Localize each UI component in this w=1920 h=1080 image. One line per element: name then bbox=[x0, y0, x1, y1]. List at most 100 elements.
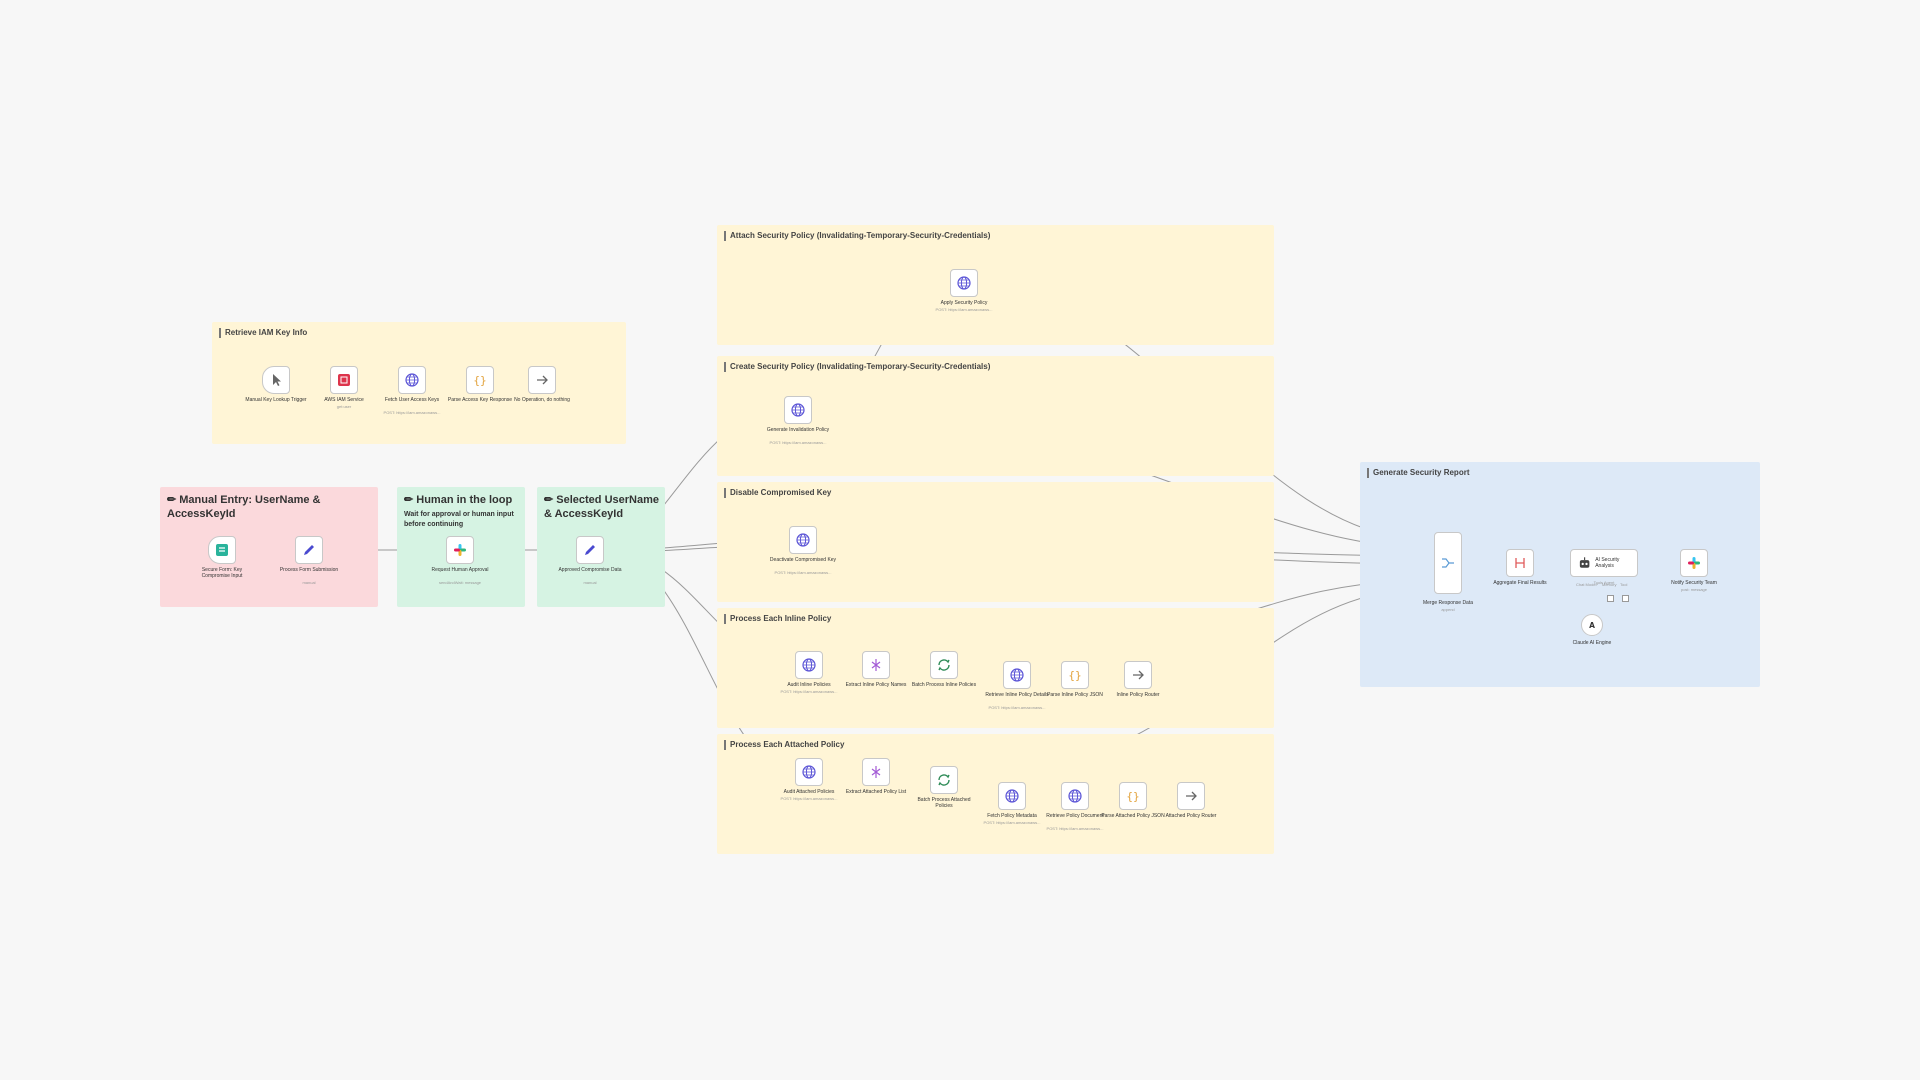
node-label: Retrieve Inline Policy Details bbox=[985, 692, 1049, 698]
node-parse-attached[interactable]: {} bbox=[1119, 782, 1147, 810]
sticky-subtitle: Wait for approval or human input before … bbox=[404, 511, 514, 528]
globe-icon bbox=[802, 658, 816, 672]
sticky-title: Disable Compromised Key bbox=[724, 488, 831, 498]
loop-icon bbox=[938, 774, 950, 786]
node-subtitle: manual bbox=[302, 580, 316, 585]
port-tool-dot[interactable] bbox=[1622, 595, 1629, 602]
sticky-title: Create Security Policy (Invalidating-Tem… bbox=[724, 362, 990, 372]
pencil-icon bbox=[585, 545, 595, 555]
node-aws-iam[interactable] bbox=[330, 366, 358, 394]
code-icon: {} bbox=[1068, 669, 1081, 682]
node-subtitle: POST: https://iam.amazonaws... bbox=[988, 705, 1046, 710]
slack-icon bbox=[454, 544, 466, 556]
node-retrieve-inline[interactable] bbox=[1003, 661, 1031, 689]
node-deactivate[interactable] bbox=[789, 526, 817, 554]
node-audit-inline[interactable] bbox=[795, 651, 823, 679]
svg-text:{}: {} bbox=[473, 374, 486, 387]
node-gen-policy[interactable] bbox=[784, 396, 812, 424]
node-approved-data[interactable] bbox=[576, 536, 604, 564]
node-merge[interactable] bbox=[1434, 532, 1462, 594]
node-manual-trigger[interactable] bbox=[262, 366, 290, 394]
node-label: Secure Form: Key Compromise Input bbox=[201, 567, 243, 579]
node-label: Retrieve Policy Document bbox=[1046, 813, 1104, 819]
code-icon: {} bbox=[473, 374, 486, 387]
node-subtitle: POST: https://iam.amazonaws... bbox=[383, 410, 441, 415]
node-claude[interactable]: A bbox=[1581, 614, 1603, 636]
sticky-title: Attach Security Policy (Invalidating-Tem… bbox=[724, 231, 990, 241]
node-label: Merge Response Data bbox=[1422, 600, 1474, 606]
node-subtitle: POST: https://iam.amazonaws... bbox=[774, 570, 832, 575]
node-attached-router[interactable] bbox=[1177, 782, 1205, 810]
sticky-manual-entry[interactable]: ✏ Manual Entry: UserName & AccessKeyId bbox=[160, 487, 378, 607]
loop-icon bbox=[938, 659, 950, 671]
anthropic-icon: A bbox=[1589, 621, 1595, 630]
aggregate-icon bbox=[1515, 558, 1525, 568]
node-label: Deactivate Compromised Key bbox=[769, 557, 837, 563]
sticky-title: ✏ Human in the loop bbox=[404, 494, 513, 506]
node-fetch-meta[interactable] bbox=[998, 782, 1026, 810]
node-retrieve-doc[interactable] bbox=[1061, 782, 1089, 810]
node-label: Batch Process Attached Policies bbox=[917, 797, 971, 809]
globe-icon bbox=[796, 533, 810, 547]
node-inline-router[interactable] bbox=[1124, 661, 1152, 689]
globe-icon bbox=[1010, 668, 1024, 682]
node-label: Claude AI Engine bbox=[1572, 640, 1612, 646]
form-icon bbox=[216, 544, 228, 556]
node-subtitle: get:user bbox=[336, 404, 352, 409]
sticky-attach-policy[interactable]: Attach Security Policy (Invalidating-Tem… bbox=[717, 225, 1274, 345]
node-notify[interactable] bbox=[1680, 549, 1708, 577]
node-secure-form[interactable] bbox=[208, 536, 236, 564]
node-batch-attached[interactable] bbox=[930, 766, 958, 794]
node-noop[interactable] bbox=[528, 366, 556, 394]
node-request-approval[interactable] bbox=[446, 536, 474, 564]
globe-icon bbox=[1005, 789, 1019, 803]
node-label: No Operation, do nothing bbox=[514, 397, 570, 403]
node-label: Parse Attached Policy JSON bbox=[1101, 813, 1165, 819]
node-label: Manual Key Lookup Trigger bbox=[245, 397, 307, 403]
node-extract-attached[interactable] bbox=[862, 758, 890, 786]
split-icon bbox=[871, 766, 881, 778]
node-label: Parse Inline Policy JSON bbox=[1047, 692, 1103, 698]
node-label: Apply Security Policy bbox=[940, 300, 988, 306]
node-label: Audit Attached Policies bbox=[783, 789, 835, 795]
node-parse-inline[interactable]: {} bbox=[1061, 661, 1089, 689]
globe-icon bbox=[791, 403, 805, 417]
sticky-title: Retrieve IAM Key Info bbox=[219, 328, 307, 338]
globe-icon bbox=[957, 276, 971, 290]
svg-text:A: A bbox=[1589, 621, 1595, 630]
node-parse-keys[interactable]: {} bbox=[466, 366, 494, 394]
node-subtitle: POST: https://iam.amazonaws... bbox=[983, 820, 1041, 825]
node-subtitle: POST: https://iam.amazonaws... bbox=[780, 796, 838, 801]
node-ai-agent[interactable]: AI Security Analysis bbox=[1570, 549, 1638, 577]
node-label: Batch Process Inline Policies bbox=[911, 682, 977, 688]
node-label: Extract Attached Policy List bbox=[845, 789, 907, 795]
port-chat-model: Chat Model* bbox=[1576, 582, 1599, 587]
node-label: Parse Access Key Response bbox=[447, 397, 513, 403]
node-label: Attached Policy Router bbox=[1165, 813, 1217, 819]
pencil-icon bbox=[304, 545, 314, 555]
node-process-form[interactable] bbox=[295, 536, 323, 564]
node-batch-inline[interactable] bbox=[930, 651, 958, 679]
port-memory-dot[interactable] bbox=[1607, 595, 1614, 602]
port-memory: Memory bbox=[1602, 582, 1617, 587]
node-subtitle: POST: https://iam.amazonaws... bbox=[769, 440, 827, 445]
sticky-title: Process Each Inline Policy bbox=[724, 614, 831, 624]
node-label: Request Human Approval bbox=[431, 567, 489, 573]
sticky-title: ✏ Manual Entry: UserName & AccessKeyId bbox=[167, 494, 321, 520]
code-icon: {} bbox=[1126, 790, 1139, 803]
cursor-icon bbox=[273, 374, 281, 386]
node-label: Extract Inline Policy Names bbox=[845, 682, 907, 688]
node-aggregate[interactable] bbox=[1506, 549, 1534, 577]
node-label: Inline Policy Router bbox=[1116, 692, 1160, 698]
node-label: Generate Invalidation Policy bbox=[766, 427, 830, 433]
node-label: Approved Compromise Data bbox=[558, 567, 622, 573]
node-audit-attached[interactable] bbox=[795, 758, 823, 786]
node-subtitle: POST: https://iam.amazonaws... bbox=[780, 689, 838, 694]
node-fetch-keys[interactable] bbox=[398, 366, 426, 394]
node-extract-inline[interactable] bbox=[862, 651, 890, 679]
node-subtitle: sendAndWait: message bbox=[438, 580, 482, 585]
node-apply-policy[interactable] bbox=[950, 269, 978, 297]
arrow-right-icon bbox=[1133, 670, 1144, 680]
arrow-right-icon bbox=[1186, 791, 1197, 801]
